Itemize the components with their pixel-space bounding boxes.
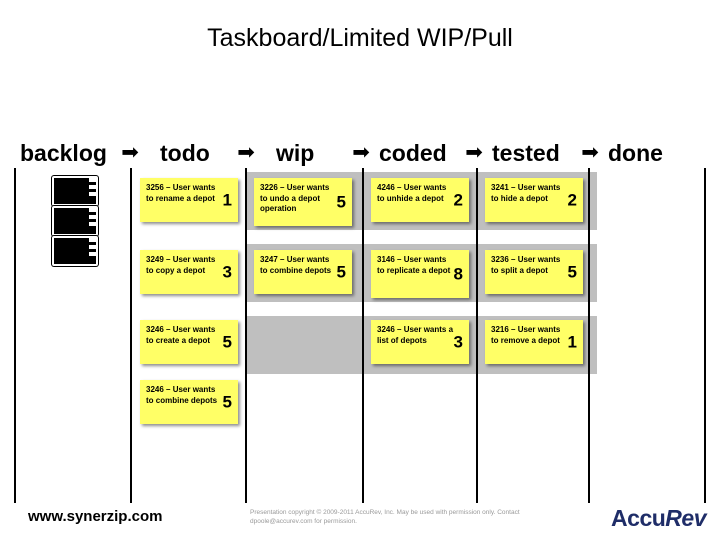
story-card-text: 4246 – User wants to unhide a depot: [377, 183, 447, 203]
story-card-text: 3236 – User wants to split a depot: [491, 255, 561, 275]
story-card-text: 3146 – User wants to replicate a depot: [377, 255, 451, 275]
story-card-points: 5: [336, 192, 346, 212]
arrow-right-icon: ➡: [237, 141, 255, 164]
story-card-points: 1: [567, 332, 577, 352]
story-card-points: 5: [567, 262, 577, 282]
arrow-right-icon: ➡: [121, 141, 139, 164]
page-title: Taskboard/Limited WIP/Pull: [207, 24, 513, 52]
arrow-right-icon: ➡: [581, 141, 599, 164]
column-header-done: done: [608, 140, 663, 166]
story-card[interactable]: 3247 – User wants to combine depots 5: [254, 250, 352, 294]
accurev-logo: AccuRev: [611, 505, 706, 532]
story-card-text: 3216 – User wants to remove a depot: [491, 325, 561, 345]
column-divider: [362, 168, 364, 503]
story-card[interactable]: 3226 – User wants to undo a depot operat…: [254, 178, 352, 226]
story-card[interactable]: 3256 – User wants to rename a depot 1: [140, 178, 238, 222]
story-card-points: 2: [567, 190, 577, 210]
story-card-text: 3256 – User wants to rename a depot: [146, 183, 216, 203]
stacked-card-icon[interactable]: [52, 236, 98, 266]
story-card[interactable]: 3241 – User wants to hide a depot 2: [485, 178, 583, 222]
story-card[interactable]: 3246 – User wants a list of depots 3: [371, 320, 469, 364]
story-card-points: 8: [453, 264, 463, 284]
story-card-text: 3241 – User wants to hide a depot: [491, 183, 561, 203]
story-card[interactable]: 3246 – User wants to combine depots 5: [140, 380, 238, 424]
column-divider: [476, 168, 478, 503]
column-divider: [14, 168, 16, 503]
stacked-card-icon[interactable]: [52, 176, 98, 206]
accurev-logo-rev: Rev: [665, 505, 706, 531]
stacked-card-icon[interactable]: [52, 206, 98, 236]
column-header-todo: todo: [160, 140, 210, 166]
taskboard: 3256 – User wants to rename a depot 1 32…: [0, 168, 720, 503]
story-card[interactable]: 3246 – User wants to create a depot 5: [140, 320, 238, 364]
board-column-headers: backlog ➡ todo ➡ wip ➡ coded ➡ tested ➡ …: [14, 137, 706, 169]
story-card[interactable]: 3146 – User wants to replicate a depot 8: [371, 250, 469, 298]
column-divider: [704, 168, 706, 503]
column-header-tested: tested: [492, 140, 560, 166]
story-card[interactable]: 3236 – User wants to split a depot 5: [485, 250, 583, 294]
story-card-points: 3: [453, 332, 463, 352]
arrow-right-icon: ➡: [352, 141, 370, 164]
story-card-points: 5: [336, 262, 346, 282]
story-card-text: 3246 – User wants to combine depots: [146, 385, 218, 405]
story-card-text: 3249 – User wants to copy a depot: [146, 255, 216, 275]
story-card[interactable]: 3216 – User wants to remove a depot 1: [485, 320, 583, 364]
column-divider: [130, 168, 132, 503]
column-divider: [588, 168, 590, 503]
story-card-points: 1: [222, 190, 232, 210]
arrow-right-icon: ➡: [465, 141, 483, 164]
story-card-text: 3226 – User wants to undo a depot operat…: [260, 183, 330, 213]
story-card[interactable]: 3249 – User wants to copy a depot 3: [140, 250, 238, 294]
story-card-points: 5: [222, 392, 232, 412]
story-card-points: 5: [222, 332, 232, 352]
footer-copyright: Presentation copyright © 2009-2011 AccuR…: [250, 509, 520, 525]
footer-website: www.synerzip.com: [28, 508, 163, 525]
accurev-logo-accu: Accu: [611, 505, 666, 531]
story-card-points: 3: [222, 262, 232, 282]
story-card-text: 3246 – User wants to create a depot: [146, 325, 216, 345]
story-card-text: 3247 – User wants to combine depots: [260, 255, 332, 275]
column-header-backlog: backlog: [20, 140, 107, 166]
column-header-coded: coded: [379, 140, 447, 166]
story-card-text: 3246 – User wants a list of depots: [377, 325, 454, 345]
story-card-points: 2: [453, 190, 463, 210]
story-card[interactable]: 4246 – User wants to unhide a depot 2: [371, 178, 469, 222]
column-divider: [245, 168, 247, 503]
column-header-wip: wip: [276, 140, 315, 166]
